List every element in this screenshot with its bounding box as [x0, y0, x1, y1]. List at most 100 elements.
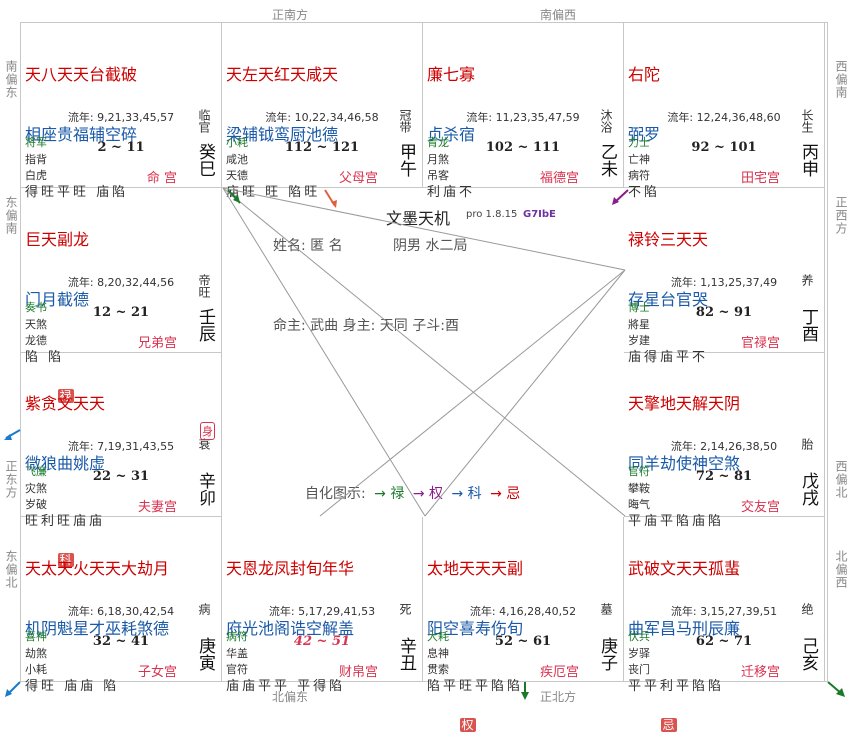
palace-name[interactable]: 子女宫 — [137, 665, 177, 680]
palace-yin[interactable]: 天太天火天天大劫月 机阴魁星才巫耗煞德 得旺 庙庙 陷 流年: 6,18,30,… — [21, 517, 222, 694]
jiangqian-star: 攀鞍 — [628, 482, 650, 495]
stars-row1: 太地天天天副 — [427, 559, 523, 579]
boshi-star: 病符 — [226, 630, 248, 643]
palace-name[interactable]: 官禄宫 — [740, 336, 780, 351]
boshi-star: 奏书 — [25, 301, 47, 314]
jiangqian-star: 將星 — [628, 318, 650, 331]
decade-range: 52 ~ 61 — [494, 634, 552, 649]
edge-bottom-left: 北偏东 — [272, 690, 309, 704]
stars-row2: 同羊劫使神空煞 — [628, 454, 740, 474]
palace-shen[interactable]: 右陀 弼罗 不陷 流年: 12,24,36,48,60 力士 亡神 病符 92 … — [624, 23, 825, 200]
decade-range: 12 ~ 21 — [92, 305, 150, 320]
palace-name[interactable]: 交友宫 — [740, 500, 780, 515]
stars-row2-text: 府光池阁诰空解盖 — [226, 619, 355, 638]
stars-row1-text: 廉七寡 — [427, 65, 476, 84]
stars-row1-text: 太地天天天副 — [427, 559, 524, 578]
liunian-years: 流年: 1,13,25,37,49 — [670, 276, 778, 289]
palace-name[interactable]: 财帛宫 — [338, 665, 378, 680]
stars-row2-text: 门月截德 — [25, 290, 90, 309]
stars-row1: 紫贪文天天 — [25, 394, 105, 414]
palace-name[interactable]: 兄弟宫 — [137, 336, 177, 351]
boshi-star: 官符 — [628, 465, 650, 478]
palace-wu[interactable]: 天左天红天咸天 梁辅钺鸾厨池德 庙旺 旺 陷旺 流年: 10,22,34,46,… — [222, 23, 423, 200]
stars-row1-text: 天左天红天咸天 — [226, 65, 339, 84]
palace-name[interactable]: 福德宫 — [539, 171, 579, 186]
stars-row1: 天左天红天咸天 — [226, 65, 338, 85]
stars-row2-text: 存星台官哭 — [628, 290, 709, 309]
palace-si[interactable]: 天八天天台截破 相座贵福辅空碎 得旺平旺 庙陷 流年: 9,21,33,45,5… — [21, 23, 222, 200]
sihua-badge: 忌 — [660, 718, 677, 732]
suiqian-star: 天德 — [226, 169, 248, 182]
stars-row2-text: 阳空喜寿伤旬 — [427, 619, 524, 638]
changsheng-stage: 胎 — [800, 438, 814, 450]
liunian-years: 流年: 5,17,29,41,53 — [268, 605, 376, 618]
stars-row1: 右陀 — [628, 65, 660, 85]
changsheng-stage: 长生 — [800, 109, 814, 133]
palace-name[interactable]: 夫妻宫 — [137, 500, 177, 515]
stars-brightness: 平庙平陷庙陷 — [628, 514, 725, 529]
boshi-star: 青龙 — [427, 136, 449, 149]
palace-you[interactable]: 禄铃三天天 存星台官哭 庙得庙平不 流年: 1,13,25,37,49 博士 將… — [624, 188, 825, 365]
palace-mao[interactable]: 紫贪文天天 微狼曲姚虚 旺利旺庙庙 科 流年: 7,19,31,43,55 飞廉… — [21, 352, 222, 567]
stars-row2-text: 曲军昌马刑辰廉 — [628, 619, 741, 638]
jiangqian-star: 亡神 — [628, 153, 650, 166]
changsheng-stage: 绝 — [800, 603, 814, 615]
palace-name[interactable]: 父母宫 — [338, 171, 378, 186]
liunian-years: 流年: 8,20,32,44,56 — [67, 276, 175, 289]
decade-range: 112 ~ 121 — [284, 140, 360, 155]
palace-zi[interactable]: 太地天天天副 阳空喜寿伤旬 陷平旺平陷陷 权 流年: 4,16,28,40,52… — [423, 517, 624, 732]
liunian-years: 流年: 10,22,34,46,58 — [265, 111, 379, 124]
ganzhi: 乙未 — [597, 143, 617, 177]
changsheng-stage: 死 — [398, 603, 412, 615]
decade-range: 92 ~ 101 — [691, 140, 757, 155]
stars-row1: 武破文天天孤蜚 — [628, 559, 740, 579]
stars-row1-text: 天八天天台截破 — [25, 65, 138, 84]
boshi-star: 小耗 — [226, 136, 248, 149]
palace-name[interactable]: 疾厄宫 — [539, 665, 579, 680]
edge-left-low: 正东方 — [4, 460, 18, 499]
palace-wei[interactable]: 廉七寡 贞杀宿 利庙不 流年: 11,23,35,47,59 青龙 月煞 吊客 … — [423, 23, 624, 200]
legend-label: 自化图示: — [305, 486, 366, 502]
suiqian-star: 岁建 — [628, 334, 650, 347]
stars-row2-text: 贞杀宿 — [427, 125, 476, 144]
palace-name[interactable]: 迁移宫 — [740, 665, 780, 680]
stars-row1-text: 右陀 — [628, 65, 661, 84]
legend-quan: → 权 — [412, 486, 443, 502]
changsheng-stage: 养 — [800, 274, 814, 286]
jiangqian-star: 息神 — [427, 647, 449, 660]
palace-stars: 天八天天台截破 相座贵福辅空碎 得旺平旺 庙陷 — [25, 25, 137, 260]
decade-range: 22 ~ 31 — [92, 469, 150, 484]
boshi-star: 大耗 — [427, 630, 449, 643]
ganzhi: 己亥 — [798, 637, 818, 671]
stars-brightness: 庙庙平平 平得陷 — [226, 679, 346, 694]
boshi-star: 伏兵 — [628, 630, 650, 643]
palace-chen[interactable]: 巨天副龙 门月截德 陷 陷 禄 流年: 8,20,32,44,56 奏书 天煞 … — [21, 188, 222, 403]
stars-brightness: 陷 陷 — [25, 350, 65, 365]
liunian-years: 流年: 7,19,31,43,55 — [67, 440, 175, 453]
edge-bottom-right: 正北方 — [540, 690, 577, 704]
decade-range: 32 ~ 41 — [92, 634, 150, 649]
suiqian-star: 贯索 — [427, 663, 449, 676]
jiangqian-star: 咸池 — [226, 153, 248, 166]
stars-brightness: 旺利旺庙庙 — [25, 514, 106, 529]
stars-row1: 天擎地天解天阴 — [628, 394, 740, 414]
palace-name[interactable]: 田宅宫 — [740, 171, 780, 186]
jiangqian-star: 灾煞 — [25, 482, 47, 495]
palace-stars: 紫贪文天天 微狼曲姚虚 旺利旺庙庙 科 — [25, 354, 105, 589]
edge-top-left: 正南方 — [272, 8, 309, 22]
center-panel: 文墨天机 pro 1.8.15 G7IbE 姓名: 匿 名 阴男 水二局 命主:… — [221, 187, 625, 516]
boshi-star: 喜神 — [25, 630, 47, 643]
palace-xu[interactable]: 天擎地天解天阴 同羊劫使神空煞 平庙平陷庙陷 流年: 2,14,26,38,50… — [624, 352, 825, 529]
legend-ke: → 科 — [451, 486, 482, 502]
stars-row2: 机阴魁星才巫耗煞德 — [25, 619, 169, 639]
stars-row2: 门月截德 — [25, 290, 89, 310]
edge-right-bottom: 北偏西 — [834, 550, 848, 589]
name-line: 姓名: 匿 名 — [273, 238, 343, 254]
palace-name[interactable]: 命 宫 — [146, 171, 177, 186]
palace-stars: 禄铃三天天 存星台官哭 庙得庙平不 — [628, 190, 708, 425]
stars-row1: 廉七寡 — [427, 65, 475, 85]
palace-chou[interactable]: 天恩龙凤封旬年华 府光池阁诰空解盖 庙庙平平 平得陷 流年: 5,17,29,4… — [222, 517, 423, 694]
edge-right-mid: 正西方 — [834, 196, 848, 235]
edge-left-bottom: 东偏北 — [4, 550, 18, 589]
stars-brightness: 得旺平旺 庙陷 — [25, 185, 129, 200]
